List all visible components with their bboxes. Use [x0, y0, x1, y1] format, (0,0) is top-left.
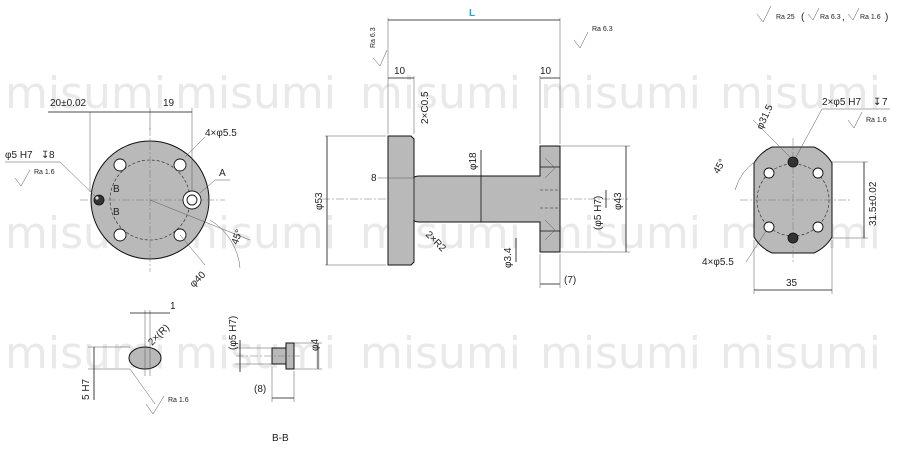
leader-ra — [129, 368, 156, 405]
roughness-symbol — [847, 7, 860, 21]
watermark: misumi — [540, 328, 701, 379]
mount-hole — [812, 167, 824, 179]
dim-width: 35 — [786, 278, 798, 289]
dim-20: 20±0.02 — [50, 98, 87, 109]
dim-l: L — [469, 8, 475, 19]
leader-pcd — [179, 234, 206, 266]
hatch — [544, 219, 556, 241]
dim-bores: 2×φ5 H7 — [822, 97, 861, 108]
watermark: misumi — [360, 328, 521, 379]
dim-19: 19 — [163, 98, 175, 109]
legend-paren-open: ( — [801, 12, 805, 23]
left-end-view: 20±0.02 19 4×φ5.5 A B B φ5 H7 ↧ 8 Ra 1.6… — [5, 98, 251, 290]
roughness-symbol — [847, 111, 863, 129]
dim-d4: φ4 — [310, 339, 321, 351]
dim-d53: φ53 — [314, 192, 325, 210]
dim-10-left: 10 — [394, 66, 406, 77]
roughness-symbol — [807, 7, 820, 21]
roughness-symbol — [372, 49, 388, 67]
angle-arc — [734, 159, 758, 191]
mount-hole — [173, 158, 187, 172]
ra-right: Ra 1.6 — [866, 117, 887, 124]
dim-bore: φ5 H7 — [5, 150, 33, 161]
dim-height: 31.5±0.02 — [868, 181, 879, 226]
pin-hole-b — [93, 194, 105, 206]
ra-main-left: Ra 6.3 — [370, 27, 377, 48]
bore-a-inner — [186, 194, 198, 206]
dim-angle-right: 45° — [711, 157, 728, 176]
mount-hole — [763, 221, 775, 233]
watermark-layer: misumi misumi misumi misumi misumi misum… — [5, 68, 881, 379]
mount-hole — [113, 158, 127, 172]
dim-5h7: 5 H7 — [81, 378, 92, 400]
depth-symbol: ↧ — [41, 150, 49, 161]
dim-10-right: 10 — [540, 66, 552, 77]
bore-leader — [59, 161, 96, 197]
dim-d18: φ18 — [468, 152, 479, 170]
ra-legend-16: Ra 1.6 — [860, 14, 881, 21]
watermark: misumi — [175, 68, 336, 119]
watermark: misumi — [720, 68, 881, 119]
leader-pcd — [752, 119, 794, 161]
leader-holes — [745, 230, 767, 263]
label-b: B — [113, 207, 120, 218]
roughness-legend: Ra 25 ( Ra 6.3 , Ra 1.6 ) — [756, 5, 888, 23]
roughness-symbol — [573, 31, 589, 49]
hatch — [544, 157, 556, 179]
pin-hole-highlight — [95, 196, 99, 200]
pin-hole — [787, 156, 799, 168]
dim-chamfer: 2×C0.5 — [420, 91, 431, 124]
dim-holes: 4×φ5.5 — [205, 128, 237, 139]
legend-paren-close: ) — [885, 12, 888, 23]
right-end-view: φ31.5 2×φ5 H7 ↧ 7 Ra 1.6 45° 31.5±0.02 3… — [702, 97, 890, 294]
watermark: misumi — [5, 68, 166, 119]
angle-arc — [209, 219, 241, 269]
angle-ray — [149, 199, 251, 241]
roughness-symbol — [145, 395, 165, 415]
watermark: misumi — [175, 328, 336, 379]
watermark: misumi — [720, 328, 881, 379]
bores-leader — [795, 108, 823, 158]
dim-d43: φ43 — [613, 192, 624, 210]
dim-depth: 8 — [49, 150, 55, 161]
leader-a — [199, 179, 230, 194]
mount-hole — [113, 228, 127, 242]
section-label: B-B — [272, 433, 289, 444]
depth-symbol: ↧ — [873, 97, 881, 108]
dim-holes-right: 4×φ5.5 — [702, 257, 734, 268]
dim-pcd: φ40 — [188, 269, 209, 290]
dim-d34: φ3.4 — [503, 247, 514, 268]
mount-hole — [763, 167, 775, 179]
legend-comma: , — [842, 12, 845, 23]
label-a: A — [219, 168, 226, 179]
dim-8: (8) — [254, 384, 266, 395]
dim-h8: 8 — [371, 173, 377, 184]
ra-left: Ra 1.6 — [34, 169, 55, 176]
roughness-symbol — [756, 5, 772, 23]
mount-hole — [812, 221, 824, 233]
label-b: B — [113, 184, 120, 195]
dim-angle: 45° — [230, 228, 246, 246]
detail-pin-side: (φ5 H7) φ4 (8) B-B — [228, 316, 322, 444]
ra-main-right: Ra 6.3 — [592, 26, 613, 33]
leader-holes — [184, 136, 206, 158]
dim-pin-bore: (φ5 H7) — [228, 316, 239, 350]
ra-legend-25: Ra 25 — [776, 14, 795, 21]
watermark: misumi — [540, 68, 701, 119]
dim-1: 1 — [170, 301, 176, 312]
dim-7: (7) — [564, 275, 576, 286]
watermark: misumi — [360, 68, 521, 119]
ra-detail: Ra 1.6 — [168, 397, 189, 404]
pin-hole — [787, 232, 799, 244]
ra-legend-63: Ra 6.3 — [820, 14, 841, 21]
roughness-symbol — [14, 169, 31, 187]
watermark: misumi — [540, 208, 701, 259]
dim-d5h7: (φ5 H7) — [593, 196, 604, 230]
dim-depth-right: 7 — [882, 97, 888, 108]
